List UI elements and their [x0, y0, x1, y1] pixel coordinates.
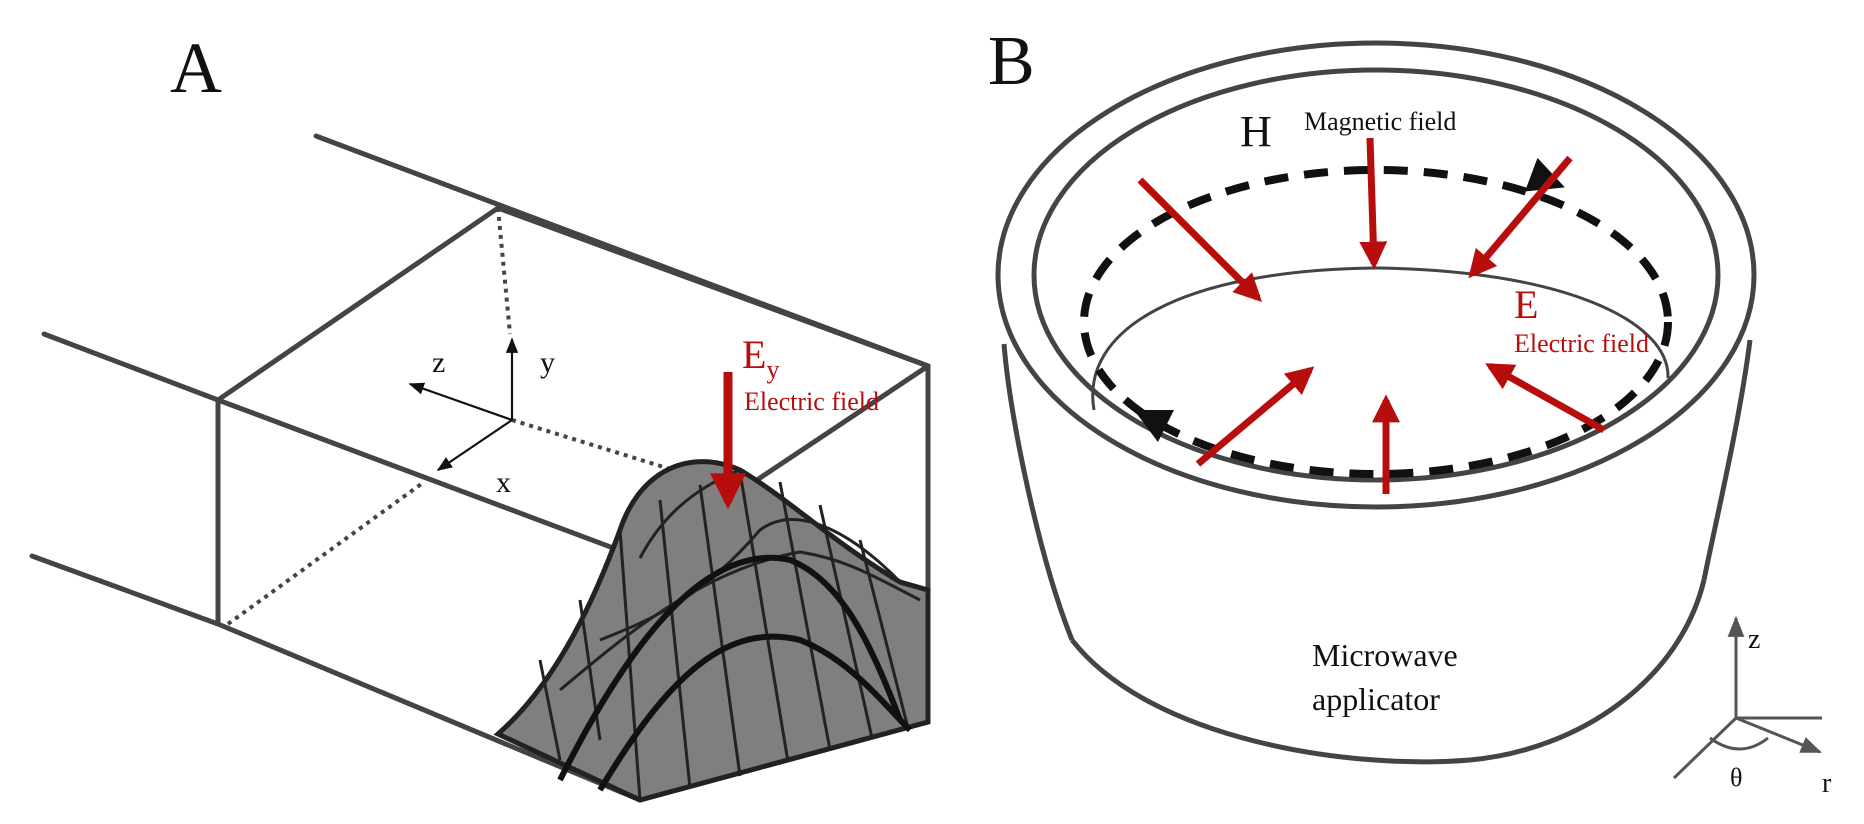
- axes-b: [1672, 615, 1822, 780]
- theta-angle-arc: [1709, 736, 1769, 751]
- applicator-outer-rim: [995, 40, 1757, 510]
- y-axis-label: y: [540, 346, 555, 379]
- electric-field-arrows-b: [1137, 137, 1606, 494]
- z-axis-label: z: [432, 346, 445, 379]
- z-axis-label-b: z: [1748, 624, 1760, 655]
- electric-field-caption-b: Electric field: [1514, 329, 1649, 358]
- panel-a-diagram: [29, 133, 931, 803]
- z-axis-arrow: [408, 382, 513, 422]
- theta-label: θ: [1730, 763, 1742, 792]
- panel-b-label: B: [988, 23, 1035, 100]
- r-axis-arrow: [1735, 716, 1822, 754]
- electric-field-symbol-b: E: [1514, 282, 1538, 327]
- field-symbol-sub: y: [766, 355, 779, 384]
- magnetic-field-arrow-bottom: [1133, 409, 1175, 443]
- axes-a: [408, 337, 519, 471]
- applicator-inner-rim: [1031, 67, 1721, 483]
- magnetic-field-loop: [1080, 166, 1672, 478]
- field-caption-a: Electric field: [744, 387, 879, 416]
- field-symbol-main: E: [742, 332, 766, 377]
- diagonal-axis-line: [1672, 716, 1738, 780]
- applicator-caption-line1: Microwave: [1312, 637, 1458, 673]
- field-symbol-a: Ey: [742, 332, 779, 384]
- magnetic-field-caption: Magnetic field: [1304, 107, 1456, 136]
- x-axis-label: x: [496, 466, 511, 499]
- x-axis-arrow: [436, 419, 513, 471]
- r-axis-label: r: [1822, 768, 1832, 799]
- panel-a-label: A: [170, 28, 222, 108]
- field-surface: [493, 459, 931, 803]
- applicator-caption-line2: applicator: [1312, 681, 1440, 717]
- magnetic-field-symbol: H: [1240, 107, 1272, 156]
